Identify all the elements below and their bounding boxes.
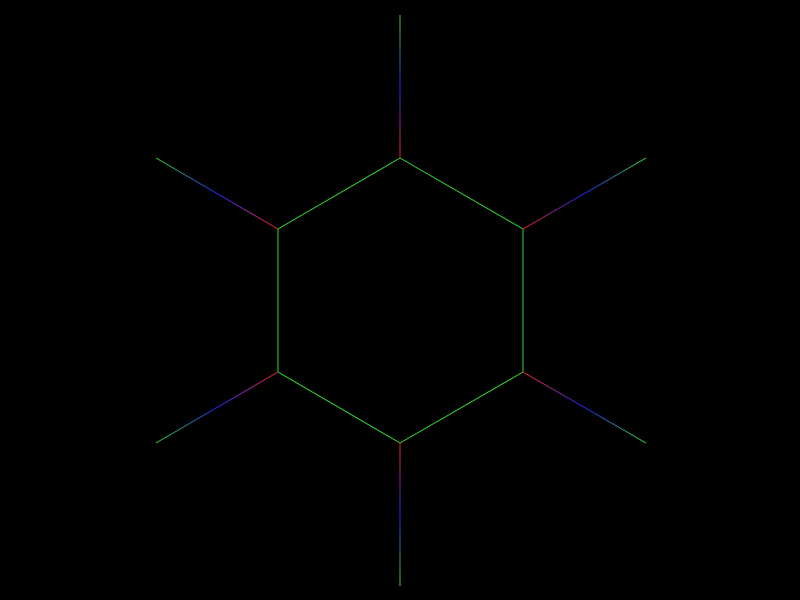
substituent-bond-3 <box>522 371 647 444</box>
hexagon-ring <box>277 157 524 444</box>
substituent-bonds <box>155 15 647 586</box>
ring-bond-3 <box>399 371 524 444</box>
substituent-bond-2 <box>522 157 647 230</box>
substituent-bond-5 <box>155 371 279 444</box>
ring-bond-1 <box>399 157 524 230</box>
substituent-bond-6 <box>155 157 279 230</box>
ring-bond-6 <box>277 157 401 230</box>
ring-bond-4 <box>277 371 401 444</box>
